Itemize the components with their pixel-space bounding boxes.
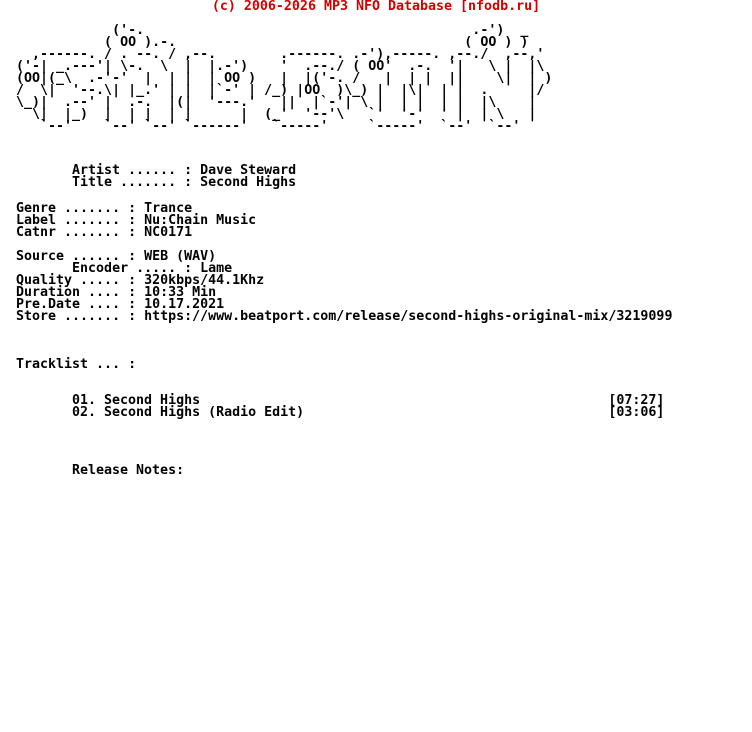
release-notes-heading: Release Notes: bbox=[72, 463, 185, 478]
artist-line: Artist ...... : Dave Steward bbox=[72, 163, 297, 178]
duration-line: Duration .... : 10:33 Min bbox=[16, 285, 217, 300]
ascii-logo-line: `--' `--' `--' `------' `-----' `-----' … bbox=[16, 119, 521, 134]
source-line: Source ...... : WEB (WAV) bbox=[16, 249, 217, 264]
title-line: Title ....... : Second Highs bbox=[72, 175, 297, 190]
predate-line: Pre.Date .... : 10.17.2021 bbox=[16, 297, 225, 312]
label-line: Label ....... : Nu:Chain Music bbox=[16, 213, 257, 228]
track-row: 02. Second Highs (Radio Edit) [03:06] bbox=[72, 405, 665, 420]
ascii-logo-line: ( OO ).-. ( OO ) ) bbox=[16, 35, 529, 50]
ascii-logo-line: \| |_) | | | | | | (_' '--'\ `' '-' ' | … bbox=[16, 107, 537, 122]
quality-line: Quality ..... : 320kbps/44.1Khz bbox=[16, 273, 265, 288]
encoder-line: Encoder ..... : Lame bbox=[16, 261, 233, 276]
ascii-logo-line: (OO|(_\ .-'-' | | | | OO ) | |('-. / | |… bbox=[16, 71, 553, 86]
catnr-line: Catnr ....... : NC0171 bbox=[16, 225, 193, 240]
source-info-block: Source ...... : WEB (WAV) Encoder ..... … bbox=[16, 249, 673, 324]
tracklist-heading: Tracklist ... : bbox=[16, 357, 137, 372]
ascii-logo-line: / \| '--.\| |_.' | | |`-' | /_) |OO )\_)… bbox=[16, 83, 545, 98]
ascii-logo-line: ('-| _.---'| \-. \ | |.-') ' .--./ ( OO'… bbox=[16, 59, 545, 74]
nfodb-credit-header: (c) 2006-2026 MP3 NFO Database [nfodb.ru… bbox=[211, 0, 541, 14]
ascii-logo-line: ,------. / . --. / ,--. .------. .-'),--… bbox=[16, 47, 545, 62]
genre-line: Genre ....... : Trance bbox=[16, 201, 193, 216]
track-row: 01. Second Highs [07:27] bbox=[72, 393, 665, 408]
ascii-logo-line: ('-. .-') _ bbox=[16, 23, 529, 38]
tracklist: 01. Second Highs [07:27]02. Second Highs… bbox=[72, 393, 665, 420]
store-url-line: Store ....... : https://www.beatport.com… bbox=[16, 309, 673, 324]
falcon-ascii-logo: ('-. .-') _ ( OO ).-. ( OO ) ) ,------. … bbox=[16, 23, 553, 134]
ascii-logo-line: \_)| .--' | .-. |(| '---.' || |`-'| \ | … bbox=[16, 95, 537, 110]
